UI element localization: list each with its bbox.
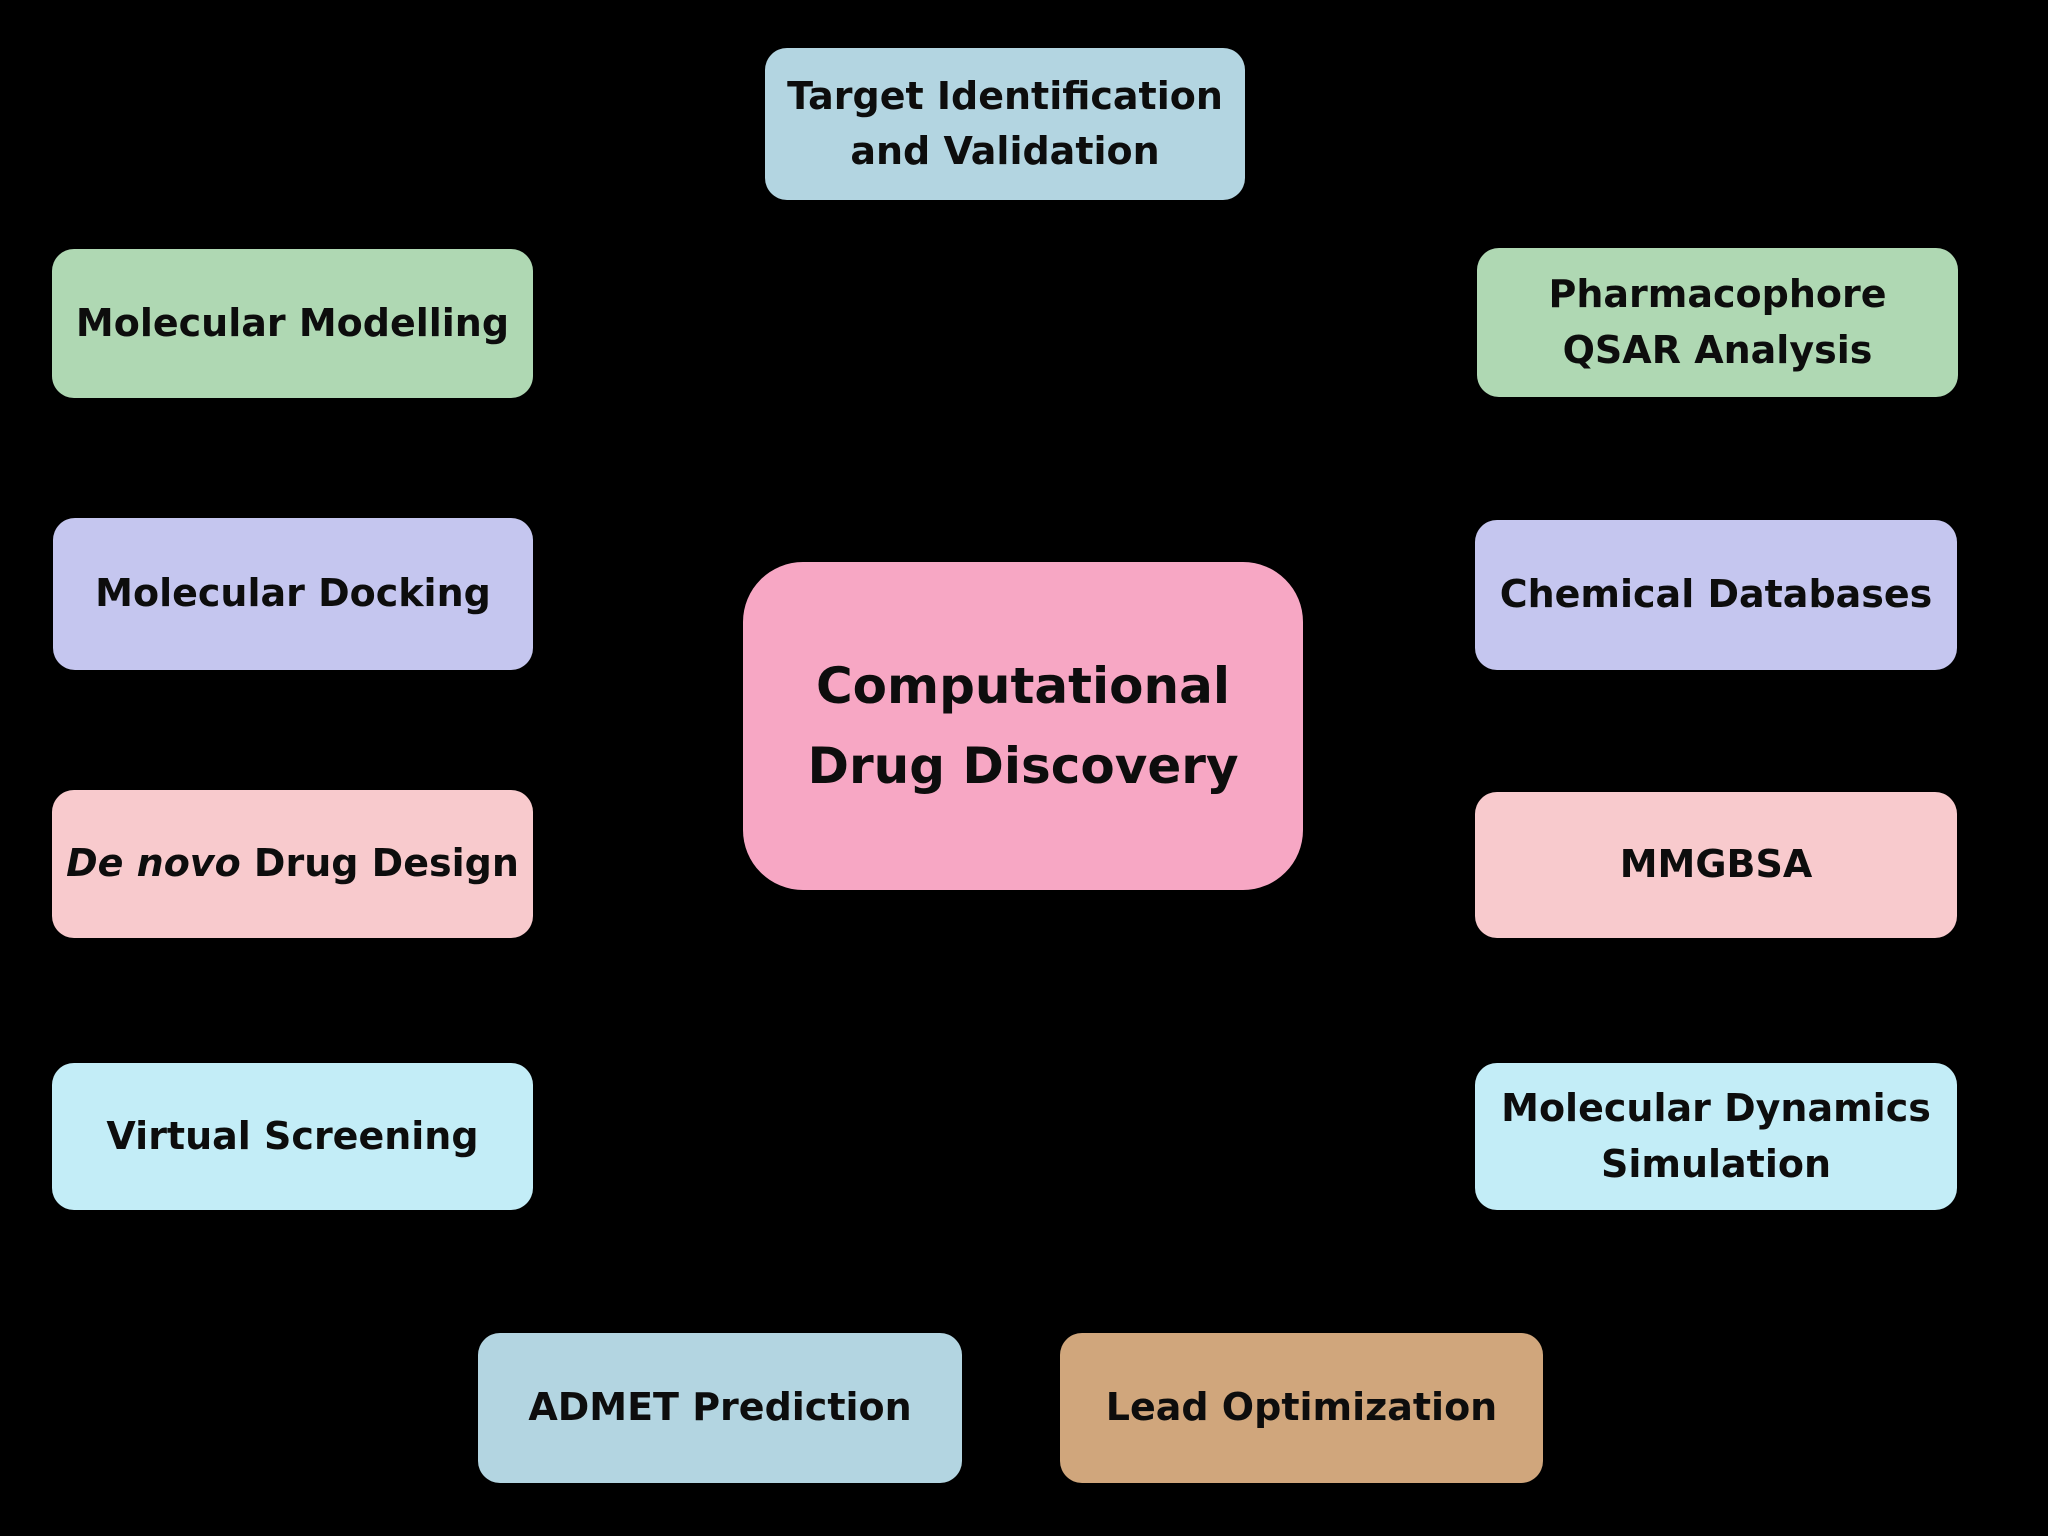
node-label: De novo Drug Design	[66, 836, 519, 891]
node-molecular-dynamics-simulation: Molecular Dynamics Simulation	[1475, 1063, 1957, 1210]
node-label-italic-part: De novo	[66, 841, 241, 886]
node-label: Molecular Modelling	[75, 300, 510, 345]
node-mmgbsa: MMGBSA	[1475, 792, 1957, 938]
node-label: ADMET Prediction	[528, 1385, 912, 1430]
node-chemical-databases: Chemical Databases	[1475, 520, 1957, 670]
node-molecular-modelling: Molecular Modelling	[52, 249, 533, 398]
node-label-regular-part: Drug Design	[240, 841, 519, 886]
node-label: Target Identification and Validation	[787, 73, 1223, 173]
node-label: Chemical Databases	[1499, 572, 1933, 617]
node-admet-prediction: ADMET Prediction	[478, 1333, 962, 1483]
node-label: Molecular Docking	[95, 571, 491, 616]
node-label: Lead Optimization	[1105, 1385, 1498, 1430]
center-node-label: Computational Drug Discovery	[807, 657, 1239, 795]
node-label: Pharmacophore QSAR Analysis	[1548, 272, 1887, 372]
node-computational-drug-discovery: Computational Drug Discovery	[743, 562, 1303, 890]
node-molecular-docking: Molecular Docking	[53, 518, 533, 670]
node-target-identification-and-validation: Target Identification and Validation	[765, 48, 1245, 200]
node-label: Molecular Dynamics Simulation	[1501, 1086, 1931, 1186]
node-pharmacophore-qsar-analysis: Pharmacophore QSAR Analysis	[1477, 248, 1958, 397]
node-label: Virtual Screening	[106, 1113, 479, 1158]
node-label: MMGBSA	[1619, 842, 1813, 887]
node-de-novo-drug-design: De novo Drug Design	[52, 790, 533, 938]
node-virtual-screening: Virtual Screening	[52, 1063, 533, 1210]
node-lead-optimization: Lead Optimization	[1060, 1333, 1543, 1483]
